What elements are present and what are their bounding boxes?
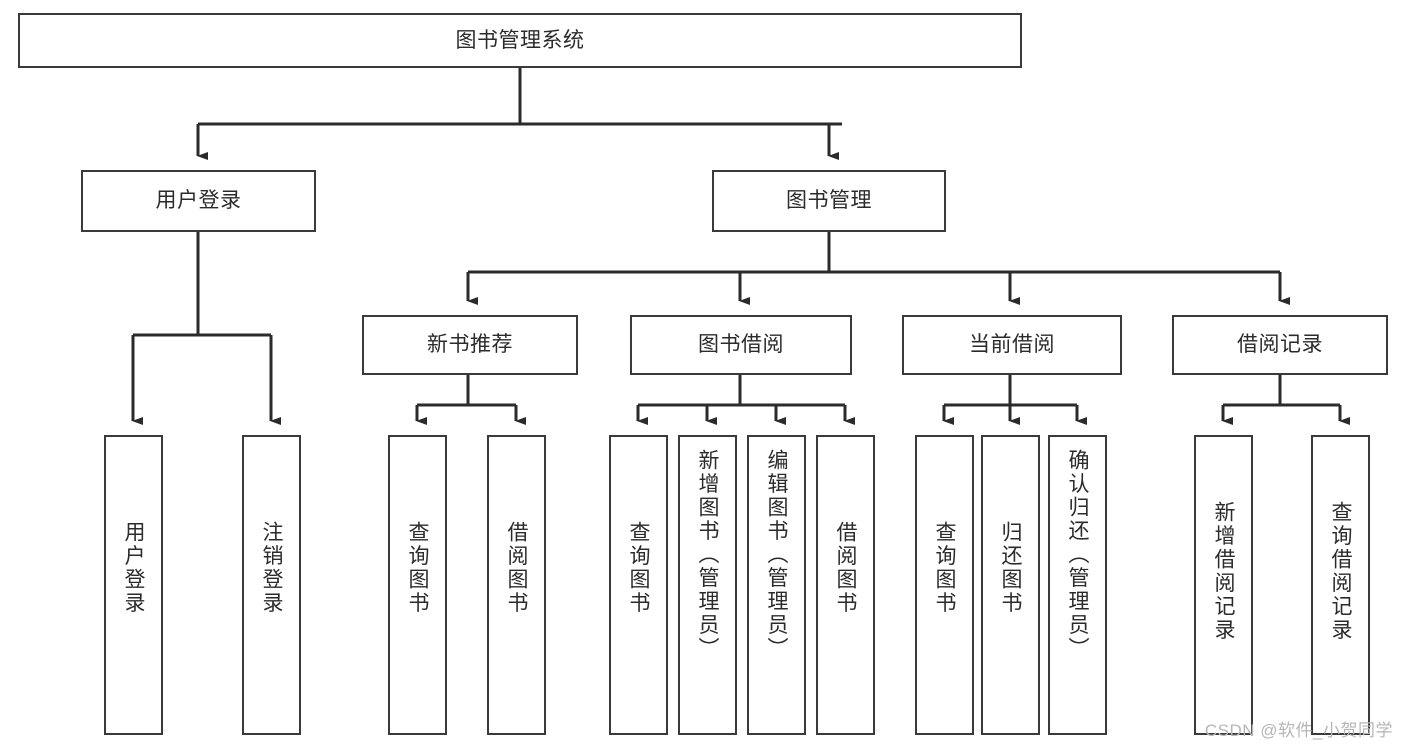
node-leaf-query-borrow-record[interactable]: 查询借阅记录 [1311, 435, 1370, 735]
node-leaf-query-book-borrow[interactable]: 查询图书 [609, 435, 668, 735]
node-user-login[interactable]: 用户登录 [81, 170, 316, 232]
node-leaf-add-borrow-record[interactable]: 新增借阅记录 [1194, 435, 1253, 735]
node-leaf-query-book-current-label: 查询图书 [933, 521, 956, 615]
node-leaf-query-book-borrow-label: 查询图书 [627, 521, 650, 615]
node-leaf-confirm-return-admin[interactable]: 确认归还（管理员） [1048, 435, 1107, 735]
node-leaf-borrow-book-label: 借阅图书 [834, 521, 857, 615]
node-root-system[interactable]: 图书管理系统 [18, 13, 1022, 68]
node-leaf-add-book-admin[interactable]: 新增图书（管理员） [678, 435, 737, 735]
node-borrow-record[interactable]: 借阅记录 [1172, 315, 1388, 375]
node-current-borrow-label: 当前借阅 [969, 333, 1055, 357]
node-leaf-logout[interactable]: 注销登录 [242, 435, 301, 735]
watermark: CSDN @软件_小贺同学 [1204, 721, 1393, 740]
node-leaf-borrow-book[interactable]: 借阅图书 [816, 435, 875, 735]
node-leaf-query-borrow-record-label: 查询借阅记录 [1329, 501, 1352, 642]
node-leaf-query-book-newbook[interactable]: 查询图书 [388, 435, 447, 735]
node-leaf-return-book-label: 归还图书 [999, 521, 1022, 615]
node-leaf-user-login[interactable]: 用户登录 [104, 435, 163, 735]
node-leaf-confirm-return-admin-label: 确认归还（管理员） [1066, 449, 1089, 661]
node-leaf-query-book-newbook-label: 查询图书 [406, 521, 429, 615]
node-current-borrow[interactable]: 当前借阅 [902, 315, 1122, 375]
node-leaf-user-login-label: 用户登录 [122, 521, 145, 615]
node-leaf-borrow-book-newbook-label: 借阅图书 [505, 521, 528, 615]
node-leaf-edit-book-admin-label: 编辑图书（管理员） [765, 449, 788, 661]
node-new-book-recommend-label: 新书推荐 [427, 333, 513, 357]
node-book-management[interactable]: 图书管理 [712, 170, 946, 232]
node-root-system-label: 图书管理系统 [455, 28, 585, 52]
node-leaf-edit-book-admin[interactable]: 编辑图书（管理员） [747, 435, 806, 735]
node-leaf-add-borrow-record-label: 新增借阅记录 [1212, 501, 1235, 642]
node-book-borrow[interactable]: 图书借阅 [630, 315, 852, 375]
node-book-borrow-label: 图书借阅 [698, 333, 784, 357]
node-borrow-record-label: 借阅记录 [1237, 333, 1323, 357]
node-book-management-label: 图书管理 [786, 189, 872, 213]
node-leaf-add-book-admin-label: 新增图书（管理员） [696, 449, 719, 661]
node-leaf-borrow-book-newbook[interactable]: 借阅图书 [487, 435, 546, 735]
node-leaf-query-book-current[interactable]: 查询图书 [915, 435, 974, 735]
node-leaf-logout-label: 注销登录 [260, 521, 283, 615]
node-new-book-recommend[interactable]: 新书推荐 [362, 315, 578, 375]
node-user-login-label: 用户登录 [155, 189, 242, 213]
node-leaf-return-book[interactable]: 归还图书 [981, 435, 1040, 735]
